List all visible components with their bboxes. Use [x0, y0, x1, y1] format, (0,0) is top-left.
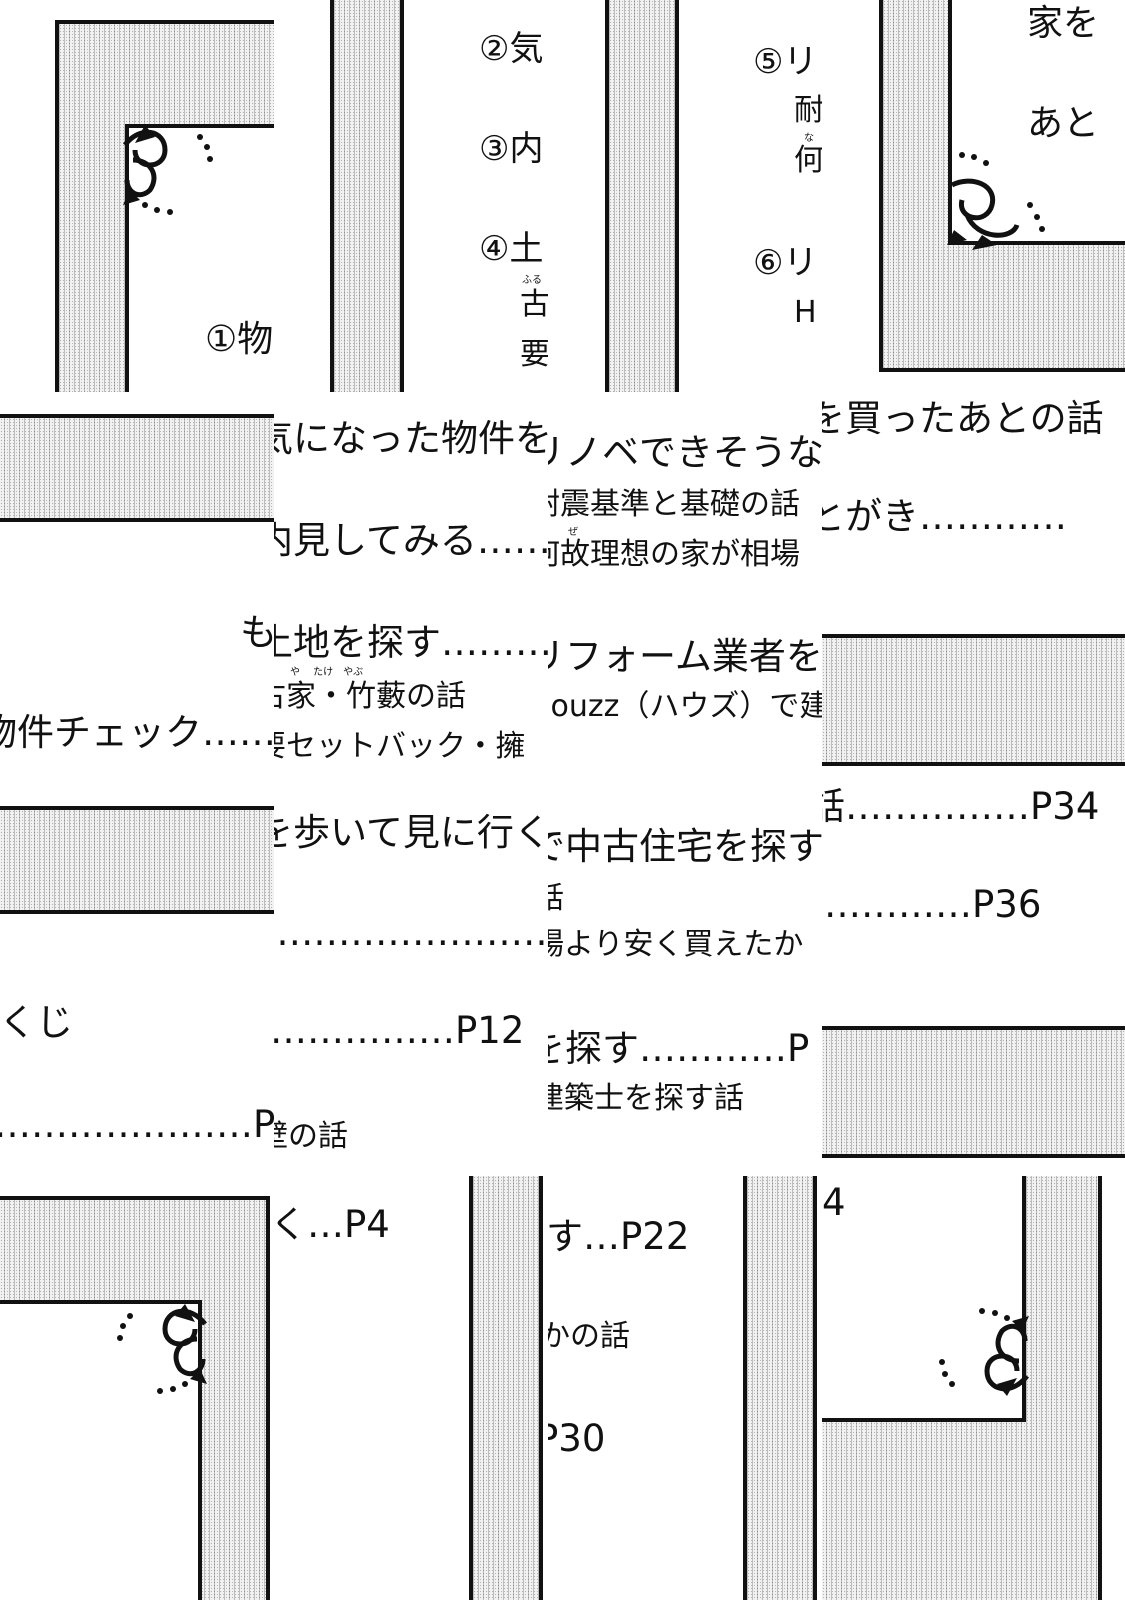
tile-r2c0: も 物件チェック……	[0, 588, 274, 784]
toc-text: 家を	[1027, 3, 1100, 44]
toc-title: 内見してみる……	[274, 519, 548, 562]
toc-title: を歩いて見に行く	[274, 811, 548, 854]
tile-r0c2: ⑤リ 耐 な 何 ⑥リ H	[548, 0, 822, 392]
toc-item-4: ④土	[479, 229, 544, 269]
tile-r0c0: ①物	[0, 0, 274, 392]
right-border-strip	[743, 1176, 817, 1600]
toc-item-3: ③内	[479, 129, 544, 169]
tile-r5c1: く…P4	[274, 1176, 548, 1600]
tile-r2c3	[822, 588, 1125, 784]
toc-sub-text: 壁の話	[274, 1119, 348, 1154]
toc-sub-text: 建築士を探す話	[548, 1081, 744, 1116]
page-number: …………………P3	[0, 1103, 274, 1146]
toc-sub-text: 古家・竹藪の話	[274, 679, 466, 714]
toc-title: とがき…………	[822, 495, 1067, 538]
horizontal-border-strip	[0, 414, 274, 522]
page-number: す…P22	[548, 1215, 690, 1258]
tile-r5c2: す…P22 かの話 P30	[548, 1176, 822, 1600]
tile-r3c1: を歩いて見に行く ……………………P5	[274, 784, 548, 980]
tile-r3c2: で中古住宅を探す 話 場より安く買えたか	[548, 784, 822, 980]
tile-r5c0	[0, 1176, 274, 1600]
toc-sub-text: 話	[548, 881, 564, 916]
tile-r1c2: リノベできそうな 耐震基準と基礎の話 ぜ 何故理想の家が相場	[548, 392, 822, 588]
toc-item-5: ⑤リ	[753, 42, 818, 82]
toc-sub-text: 要セットバック・擁	[274, 729, 526, 764]
tile-r4c0: もくじ …………………P3	[0, 980, 274, 1176]
ruby-text: や たけ やぶ	[290, 667, 364, 678]
toc-title: を買ったあとの話	[822, 397, 1104, 440]
toc-sub-text: 場より安く買えたか	[548, 927, 804, 962]
page-number: く…P4	[274, 1203, 390, 1246]
toc-title: 気になった物件を	[274, 417, 548, 460]
toc-title: で中古住宅を探す	[548, 825, 822, 868]
toc-item-1: ①物	[205, 319, 274, 360]
page-number: ……………P12	[274, 1009, 525, 1052]
toc-sub-text: 古	[520, 287, 548, 322]
toc-sub-text: 何故理想の家が相場	[548, 537, 800, 572]
right-border-strip	[469, 1176, 543, 1600]
page-number: 4	[822, 1181, 846, 1224]
corner-ornament-icon	[123, 125, 213, 215]
tile-r3c3: 話……………P34 …………P36	[822, 784, 1125, 980]
toc-item-1-title: 物件チェック……	[0, 711, 274, 754]
tile-r4c2: を探す…………P 建築士を探す話	[548, 980, 822, 1176]
frame-inner-panel	[948, 0, 1125, 245]
corner-ornament-icon	[939, 1308, 1029, 1396]
tile-r1c0	[0, 392, 274, 588]
toc-sub-text: 要	[520, 337, 548, 372]
toc-text: も	[240, 611, 274, 654]
toc-text: あと	[1027, 103, 1100, 144]
page-number: P30	[548, 1417, 606, 1460]
page-number: 話……………P34	[822, 785, 1100, 828]
toc-sub-text: Houzz（ハウズ）で建	[548, 689, 822, 724]
frame-inner-panel	[0, 1300, 202, 1600]
toc-title: 土地を探す………	[274, 621, 548, 664]
toc-item-2: ②気	[479, 29, 544, 69]
tile-r2c1: 土地を探す……… や たけ やぶ 古家・竹藪の話 要セットバック・擁	[274, 588, 548, 784]
ruby-text: ふる	[522, 275, 542, 286]
toc-title: リノベできそうな	[548, 431, 822, 474]
toc-sub-text: H	[794, 295, 817, 330]
page-number: ……………………P5	[274, 911, 548, 954]
left-border-strip	[330, 0, 404, 392]
tile-r4c3	[822, 980, 1125, 1176]
toc-sub-text: 耐震基準と基礎の話	[548, 487, 800, 522]
corner-ornament-icon	[947, 152, 1045, 250]
toc-sub-text: かの話	[548, 1319, 630, 1354]
tile-r5c3: 4	[822, 1176, 1125, 1600]
tile-r0c1: ②気 ③内 ④土 ふる 古 要	[274, 0, 548, 392]
toc-title: リフォーム業者を	[548, 635, 822, 678]
tile-r1c3: を買ったあとの話 とがき…………	[822, 392, 1125, 588]
ruby-text: ぜ	[568, 527, 578, 538]
page-number: …………P36	[824, 883, 1042, 926]
horizontal-border-strip	[822, 634, 1125, 766]
tile-r3c0	[0, 784, 274, 980]
tile-r0c3: 家を あと	[822, 0, 1125, 392]
toc-title: を探す…………P	[548, 1027, 810, 1070]
toc-item-6: ⑥リ	[753, 243, 818, 283]
horizontal-border-strip	[822, 1026, 1125, 1158]
ruby-text: な	[804, 133, 814, 144]
toc-sub-text: 耐	[794, 93, 822, 128]
horizontal-border-strip	[0, 806, 274, 914]
left-border-strip	[605, 0, 679, 392]
tile-r4c1: ……………P12 壁の話	[274, 980, 548, 1176]
tile-r1c1: 気になった物件を 内見してみる……	[274, 392, 548, 588]
tile-r2c2: リフォーム業者を Houzz（ハウズ）で建	[548, 588, 822, 784]
corner-ornament-icon	[117, 1304, 207, 1394]
toc-sub-text: 何	[794, 143, 822, 178]
toc-heading: もくじ	[0, 1001, 73, 1044]
